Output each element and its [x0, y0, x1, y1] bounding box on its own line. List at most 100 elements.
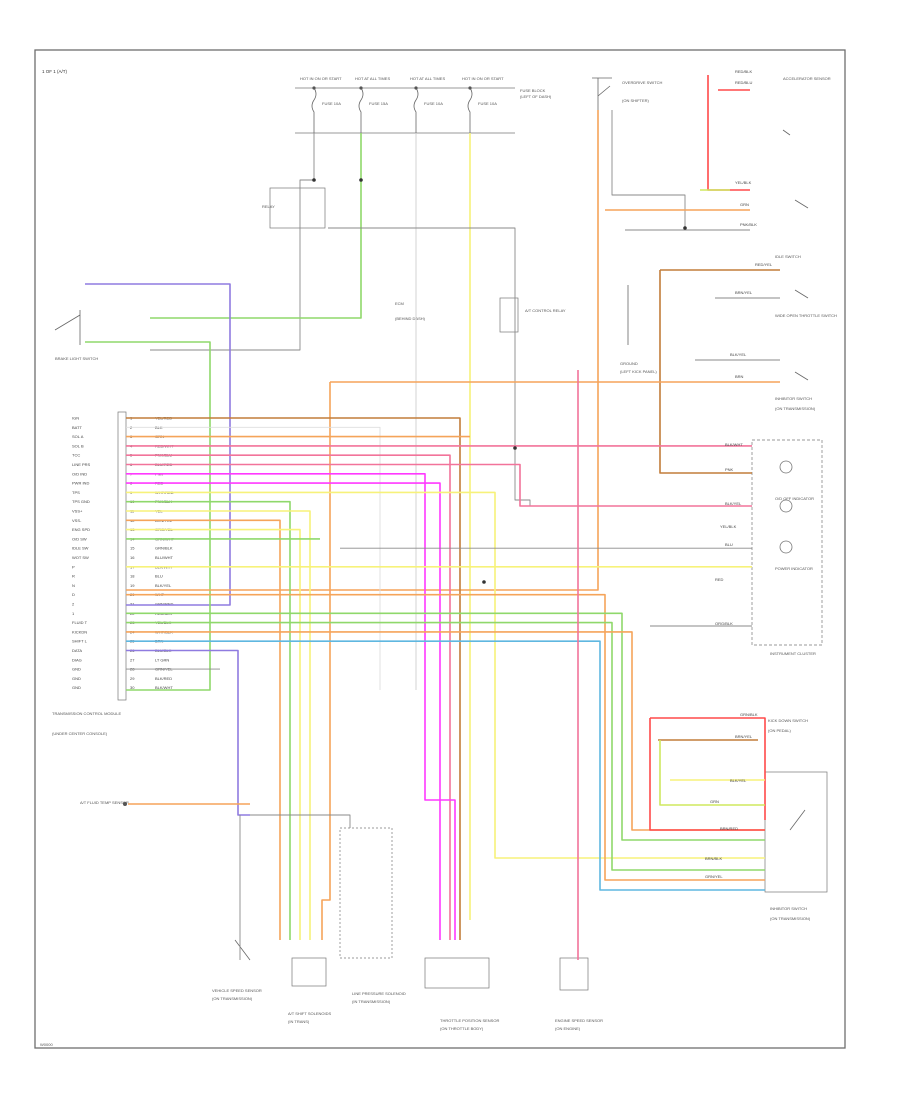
wire-lp-top	[250, 814, 351, 828]
junction-dot	[683, 226, 687, 230]
wire-color-label: YEL/BLK	[720, 524, 737, 529]
tcm-pin-name: VSS-	[72, 518, 82, 523]
junction-dot	[312, 178, 316, 182]
speedo-lamp	[779, 540, 793, 554]
wire-inhib-red	[649, 718, 765, 831]
inhibitor-box-label: INHIBITOR SWITCH	[770, 906, 807, 911]
tcm-pin-name: TCC	[72, 453, 80, 458]
tcm-wire-color: BLK/RED	[155, 676, 172, 681]
wire-row-11	[126, 519, 281, 940]
wire-inhib-lime	[659, 740, 765, 806]
wire-color-label: GRN/YEL	[705, 874, 723, 879]
kick-down-label: KICK DOWN SWITCH	[768, 718, 808, 723]
wire-row-19	[126, 593, 765, 881]
wire-fuse0	[150, 133, 315, 351]
ground-label: GROUND	[620, 361, 638, 366]
wire-color-label: BRN/YEL	[735, 290, 753, 295]
shift-solenoid-label: A/T SHIFT SOLENOIDS	[288, 1011, 332, 1016]
tcm-pin-name: GND	[72, 667, 81, 672]
wire-row-0	[126, 417, 461, 940]
footer-code: W0000	[40, 1042, 53, 1047]
tcm-pin-name: TPS	[72, 490, 80, 495]
tcm-pin-name: IGN	[72, 416, 79, 421]
power-indicator-label: POWER INDICATOR	[775, 566, 813, 571]
throttle-position-sensor: THROTTLE POSITION SENSOR (ON THROTTLE BO…	[424, 957, 499, 1031]
tcm-pin-name: R	[72, 574, 75, 579]
od-indicator-lamp	[779, 460, 793, 474]
tcm-pin-name: FLUID T	[72, 620, 88, 625]
wire-brake	[85, 341, 211, 691]
tcm-pin-name: O/D IND	[72, 471, 87, 476]
accelerator-sensor-box: ACCELERATOR SENSOR	[782, 76, 831, 136]
overdrive-switch-label: OVERDRIVE SWITCH	[622, 80, 663, 85]
tcm-wire-color: GRN/RED	[155, 602, 174, 607]
tcm-pin-name: LINE PRS	[72, 462, 91, 467]
tcm-wire-color: GRN/BLK	[155, 546, 173, 551]
tcm-pin-name: GND	[72, 685, 81, 690]
tcm-wire-color: BLU	[155, 574, 163, 579]
tcm-pin-name: KICKDN	[72, 629, 87, 634]
overdrive-switch-sub: (ON SHIFTER)	[622, 98, 650, 103]
wire-color-label: YEL/BLK	[735, 180, 752, 185]
tcm-pin-number: 27	[130, 657, 135, 662]
ecm-sub: (BEHIND DASH)	[395, 316, 426, 321]
vss-label: VEHICLE SPEED SENSOR	[212, 988, 262, 993]
fuse-block: HOT IN ON OR START HOT AT ALL TIMES HOT …	[295, 76, 552, 134]
wire-row-8	[126, 491, 765, 859]
junction-dot	[513, 446, 517, 450]
tcm-wire-color: BLU/WHT	[155, 555, 174, 560]
fluid-temp-label: A/T FLUID TEMP SENSOR	[80, 800, 129, 805]
engine-speed-label: ENGINE SPEED SENSOR	[555, 1018, 603, 1023]
tcm-pin-name: GND	[72, 676, 81, 681]
od-indicator-label: O/D OFF INDICATOR	[775, 496, 814, 501]
wire-color-label: BLK/YEL	[730, 352, 747, 357]
tcm-pin-number: 21	[130, 602, 135, 607]
wire-row-21	[126, 612, 765, 841]
at-control-relay: A/T CONTROL RELAY	[499, 297, 566, 333]
relay-upper: RELAY	[262, 187, 326, 229]
tcm-pin-name: SHIFT L	[72, 639, 88, 644]
inhibitor-switch-box: INHIBITOR SWITCH (ON TRANSMISSION)	[764, 771, 828, 921]
wire-od-sw-1	[126, 110, 599, 591]
fuse-0-title: HOT IN ON OR START	[300, 76, 342, 81]
throttle-position-switches: IDLE SWITCH WIDE OPEN THROTTLE SWITCH IN…	[775, 199, 837, 411]
idle-switch-label: IDLE SWITCH	[775, 254, 801, 259]
tcm-pin-name: BATT	[72, 425, 82, 430]
tcm-pin-name: ENG SPD	[72, 527, 90, 532]
wire-color-label: RED/BLK	[735, 69, 752, 74]
wire-row-24	[126, 640, 765, 891]
corner-label: 1 OF 1 (A/T)	[42, 69, 68, 74]
fuse-3-sub: FUSE 10A	[478, 101, 497, 106]
wire-color-label: BLK/YEL	[730, 778, 747, 783]
fuse-1-title: HOT AT ALL TIMES	[355, 76, 390, 81]
wire-color-label: PNK	[725, 467, 734, 472]
brake-light-switch-label: BRAKE LIGHT SWITCH	[55, 356, 98, 361]
brake-light-switch: BRAKE LIGHT SWITCH	[54, 310, 98, 361]
tcm-pin-number: 18	[130, 574, 135, 579]
fuse-0-sub: FUSE 10A	[322, 101, 341, 106]
vehicle-speed-sensor: VEHICLE SPEED SENSOR (ON TRANSMISSION)	[212, 939, 262, 1001]
ecm-label: ECM	[395, 301, 404, 306]
power-indicator-lamp	[779, 499, 793, 513]
vss-sub: (ON TRANSMISSION)	[212, 996, 253, 1001]
wide-open-switch-label: WIDE OPEN THROTTLE SWITCH	[775, 313, 837, 318]
tcm-pin-number: 19	[130, 583, 135, 588]
instrument-cluster: O/D OFF INDICATOR POWER INDICATOR INSTRU…	[751, 439, 823, 656]
tcm-pin-name: VSS+	[72, 509, 83, 514]
wire-od-sw-2	[611, 110, 686, 228]
wire-accel-red	[707, 75, 750, 191]
wire-color-label: GRN	[740, 202, 749, 207]
wire-row-6	[126, 473, 456, 940]
tcm-pin-name: PWR IND	[72, 481, 89, 486]
junction-dot	[359, 178, 363, 182]
at-control-relay-label: A/T CONTROL RELAY	[525, 308, 566, 313]
wire-row-5	[126, 463, 752, 507]
wire-row-12	[126, 528, 301, 940]
tcm-wire-color: LT GRN	[155, 657, 169, 662]
wire-color-label: PNK/BLK	[740, 222, 757, 227]
wire-color-label: BLK/WHT	[725, 442, 743, 447]
wire-color-label: GRN/BLK	[740, 712, 758, 717]
ground-sub: (LEFT KICK PANEL)	[620, 369, 657, 374]
tcm-pin-name: 1	[72, 611, 75, 616]
